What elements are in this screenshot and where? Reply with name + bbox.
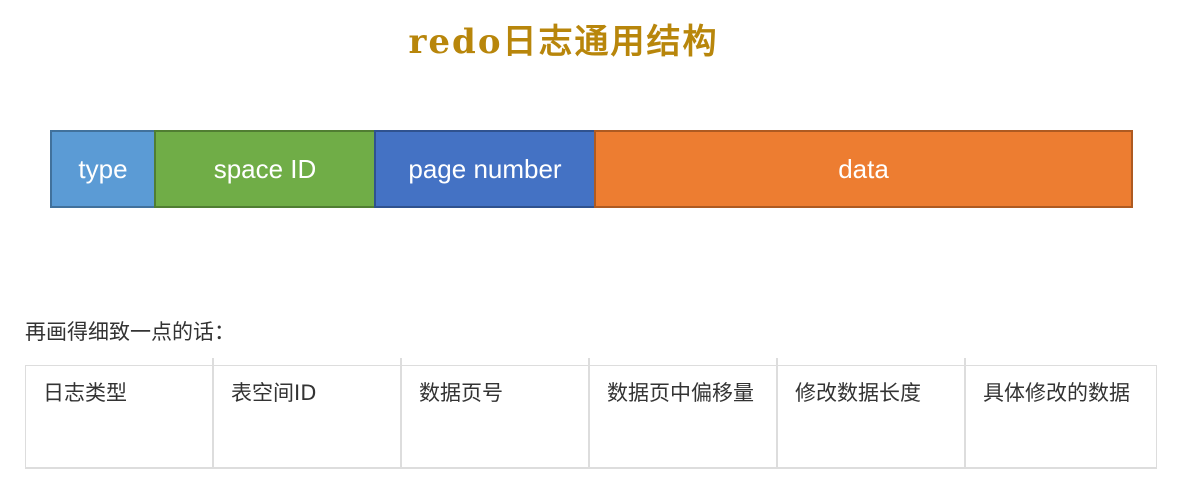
table-cell-log-type: 日志类型: [26, 358, 214, 468]
detail-table-row: 日志类型 表空间ID 数据页号 数据页中偏移量 修改数据长度 具体修改的数据: [25, 358, 1157, 469]
field-page-number-block: page number: [374, 130, 596, 208]
table-cell-space-id: 表空间ID: [214, 358, 402, 468]
table-cell-modified-data: 具体修改的数据: [983, 381, 1130, 405]
redo-log-structure-diagram: type space ID page number data: [50, 130, 1135, 208]
table-cell-page-offset: 数据页中偏移量: [590, 358, 778, 468]
field-space-id-block: space ID: [154, 130, 376, 208]
intro-text: 再画得细致一点的话：: [25, 320, 235, 344]
field-type-block: type: [50, 130, 156, 208]
table-cell-data-length: 修改数据长度: [778, 358, 966, 468]
diagram-title: redo日志通用结构: [408, 22, 719, 62]
table-bottom-border: [25, 467, 1157, 469]
table-cell-page-number: 数据页号: [402, 358, 590, 468]
field-data-block: data: [594, 130, 1133, 208]
